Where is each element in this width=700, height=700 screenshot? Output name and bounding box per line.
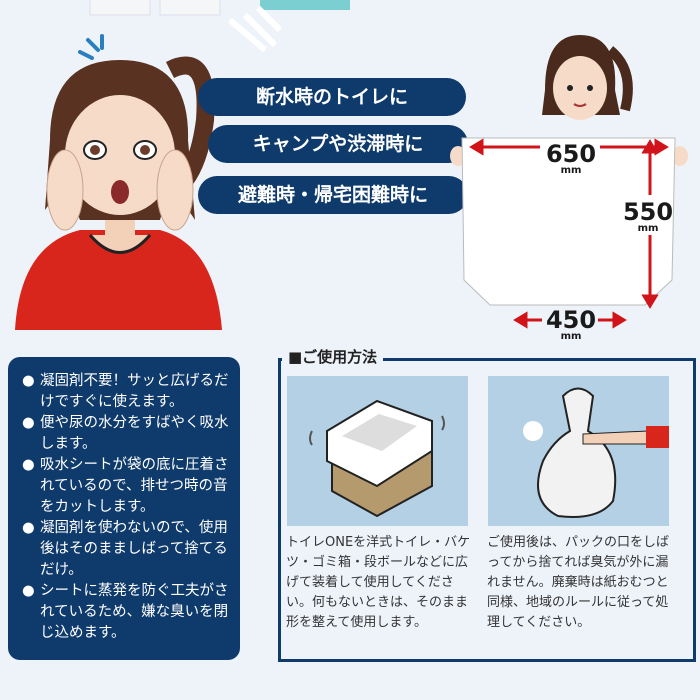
- banner-camping-traffic: キャンプや渋滞時に: [208, 125, 468, 163]
- usage-title: ■ご使用方法: [282, 346, 384, 367]
- feature-item: ●凝固剤不要！サッと広げるだけですぐに使えます。: [22, 373, 229, 410]
- feature-item: ●シートに蒸発を防ぐ工夫がされているため、嫌な臭いを閉じ込めます。: [22, 583, 229, 641]
- feature-item: ●吸水シートが袋の底に圧着されているので、排せつ時の音をカットします。: [22, 457, 229, 515]
- feature-item: ●凝固剤を使わないので、使用後はそのまましばって捨てるだけ。: [22, 520, 228, 578]
- usage-step-2-text: ご使用後は、パックの口をしばってから捨てれば臭気が外に漏れません。廃棄時は紙おむ…: [487, 535, 670, 630]
- usage-step-1-text: トイレONEを洋式トイレ・バケツ・ゴミ箱・段ボールなどに広げて装着して使用してく…: [286, 535, 471, 630]
- product-packages-illustration: [89, 0, 350, 53]
- banner-water-outage: 断水時のトイレに: [198, 78, 466, 116]
- features-list: ●凝固剤不要！サッと広げるだけですぐに使えます。 ●便や尿の水分をすばやく吸水し…: [8, 357, 240, 660]
- box-setup-illustration: [287, 376, 468, 526]
- tied-bag-illustration: [488, 376, 669, 526]
- banner-evacuation: 避難時・帰宅困難時に: [198, 176, 468, 214]
- size-diagram: [450, 35, 688, 329]
- feature-item: ●便や尿の水分をすばやく吸水します。: [22, 415, 229, 452]
- surprised-woman-illustration: [15, 34, 222, 330]
